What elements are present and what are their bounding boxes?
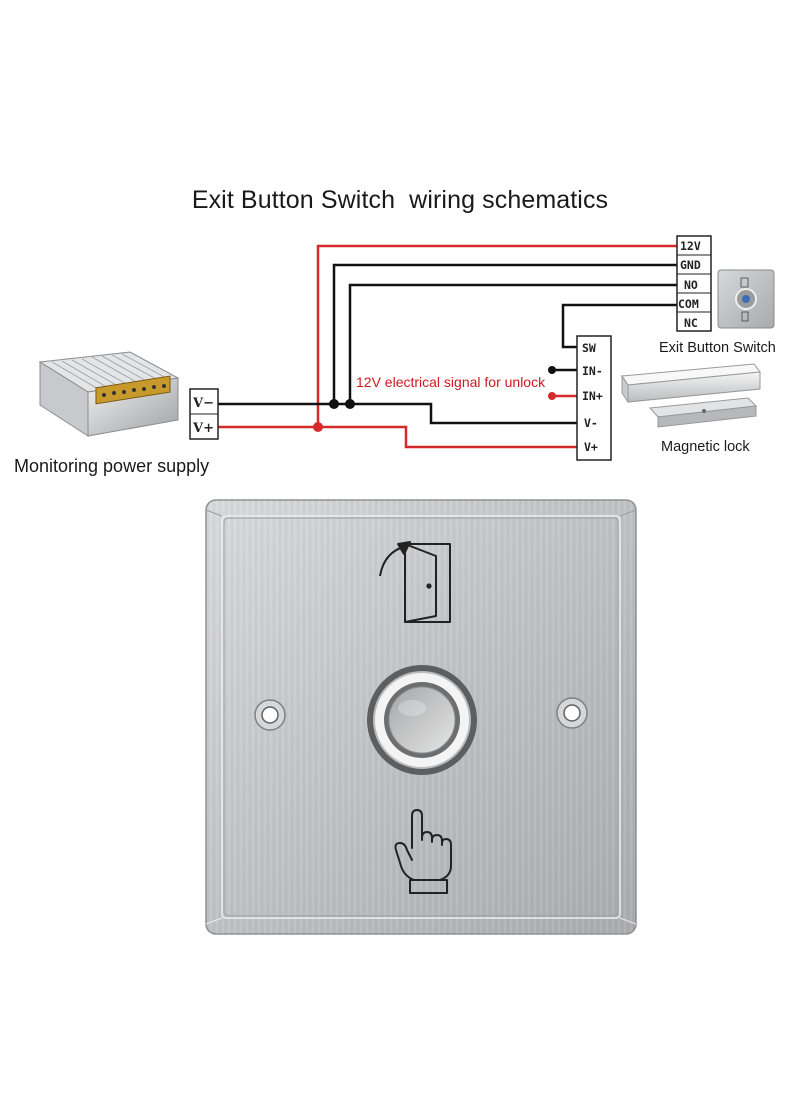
- terminal-v-plus: V+: [584, 440, 598, 454]
- exit-button-plate: [205, 499, 637, 935]
- power-supply-terminal-block: V− V+: [189, 388, 219, 440]
- signal-label: 12V electrical signal for unlock: [356, 374, 546, 390]
- junction-dot: [548, 366, 556, 374]
- wire-gnd-black: [200, 263, 677, 406]
- wire-vplus-to-lock-red: [318, 425, 577, 449]
- junction-dot: [345, 399, 355, 409]
- wire-com-to-sw-black: [561, 303, 677, 349]
- terminal-sw: SW: [582, 341, 596, 355]
- wire-vminus-to-lock-black: [334, 402, 577, 425]
- door-open-icon: [379, 541, 451, 623]
- diagram-title: Exit Button Switch wiring schematics: [191, 186, 609, 214]
- terminal-12v: 12V: [680, 239, 701, 253]
- lock-terminal-block: SW IN- IN+ V- V+: [576, 335, 612, 461]
- junction-dot: [313, 422, 323, 432]
- terminal-v-minus: V-: [584, 416, 598, 430]
- terminal-in-plus: IN+: [582, 389, 603, 403]
- exit-button-caption: Exit Button Switch: [659, 340, 776, 356]
- terminal-in-minus: IN-: [582, 364, 603, 378]
- power-supply-icon: [38, 351, 180, 437]
- wires: [200, 244, 677, 449]
- magnetic-lock-caption: Magnetic lock: [661, 439, 750, 455]
- wire-no-black: [348, 283, 677, 404]
- screw-hole-icon: [556, 697, 588, 729]
- junction-dots: [313, 366, 556, 432]
- terminal-psu-v-minus: V−: [192, 396, 214, 411]
- push-button[interactable]: [367, 665, 477, 775]
- terminal-nc: NC: [684, 316, 698, 330]
- terminal-com: COM: [678, 297, 699, 311]
- junction-dot: [548, 392, 556, 400]
- terminal-gnd: GND: [680, 258, 701, 272]
- magnetic-lock-icon: [621, 363, 761, 428]
- wire-12v-red: [200, 244, 677, 429]
- exit-button-thumbnail-icon: [717, 269, 775, 329]
- screw-hole-icon: [254, 699, 286, 731]
- junction-dot: [329, 399, 339, 409]
- power-supply-caption: Monitoring power supply: [14, 456, 210, 476]
- pointing-hand-icon: [394, 809, 452, 894]
- terminal-psu-v-plus: V+: [192, 421, 214, 436]
- exit-button-terminal-block: 12V GND NO COM NC: [676, 235, 712, 332]
- terminal-no: NO: [684, 278, 698, 292]
